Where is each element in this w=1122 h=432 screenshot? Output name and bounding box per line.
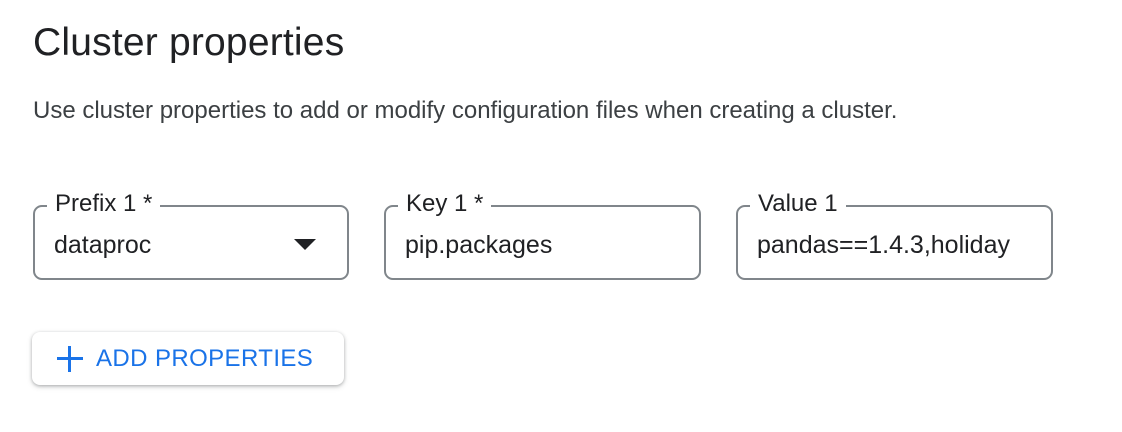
prefix-value: dataproc [54, 231, 152, 259]
prefix-label: Prefix 1 * [47, 188, 161, 220]
add-properties-button[interactable]: ADD PROPERTIES [32, 332, 344, 385]
add-properties-label: ADD PROPERTIES [96, 344, 314, 372]
plus-icon [57, 345, 83, 372]
key-field[interactable]: Key 1 * pip.packages [384, 188, 701, 280]
section-description: Use cluster properties to add or modify … [33, 97, 898, 124]
dropdown-arrow-icon[interactable] [294, 239, 316, 250]
value-input[interactable]: pandas==1.4.3,holiday [757, 231, 1010, 259]
value-label: Value 1 [750, 188, 846, 220]
value-field[interactable]: Value 1 pandas==1.4.3,holiday [736, 188, 1053, 280]
section-title: Cluster properties [33, 21, 345, 64]
key-label: Key 1 * [398, 188, 492, 220]
prefix-select[interactable]: Prefix 1 * dataproc [33, 188, 349, 280]
key-input[interactable]: pip.packages [405, 231, 553, 259]
